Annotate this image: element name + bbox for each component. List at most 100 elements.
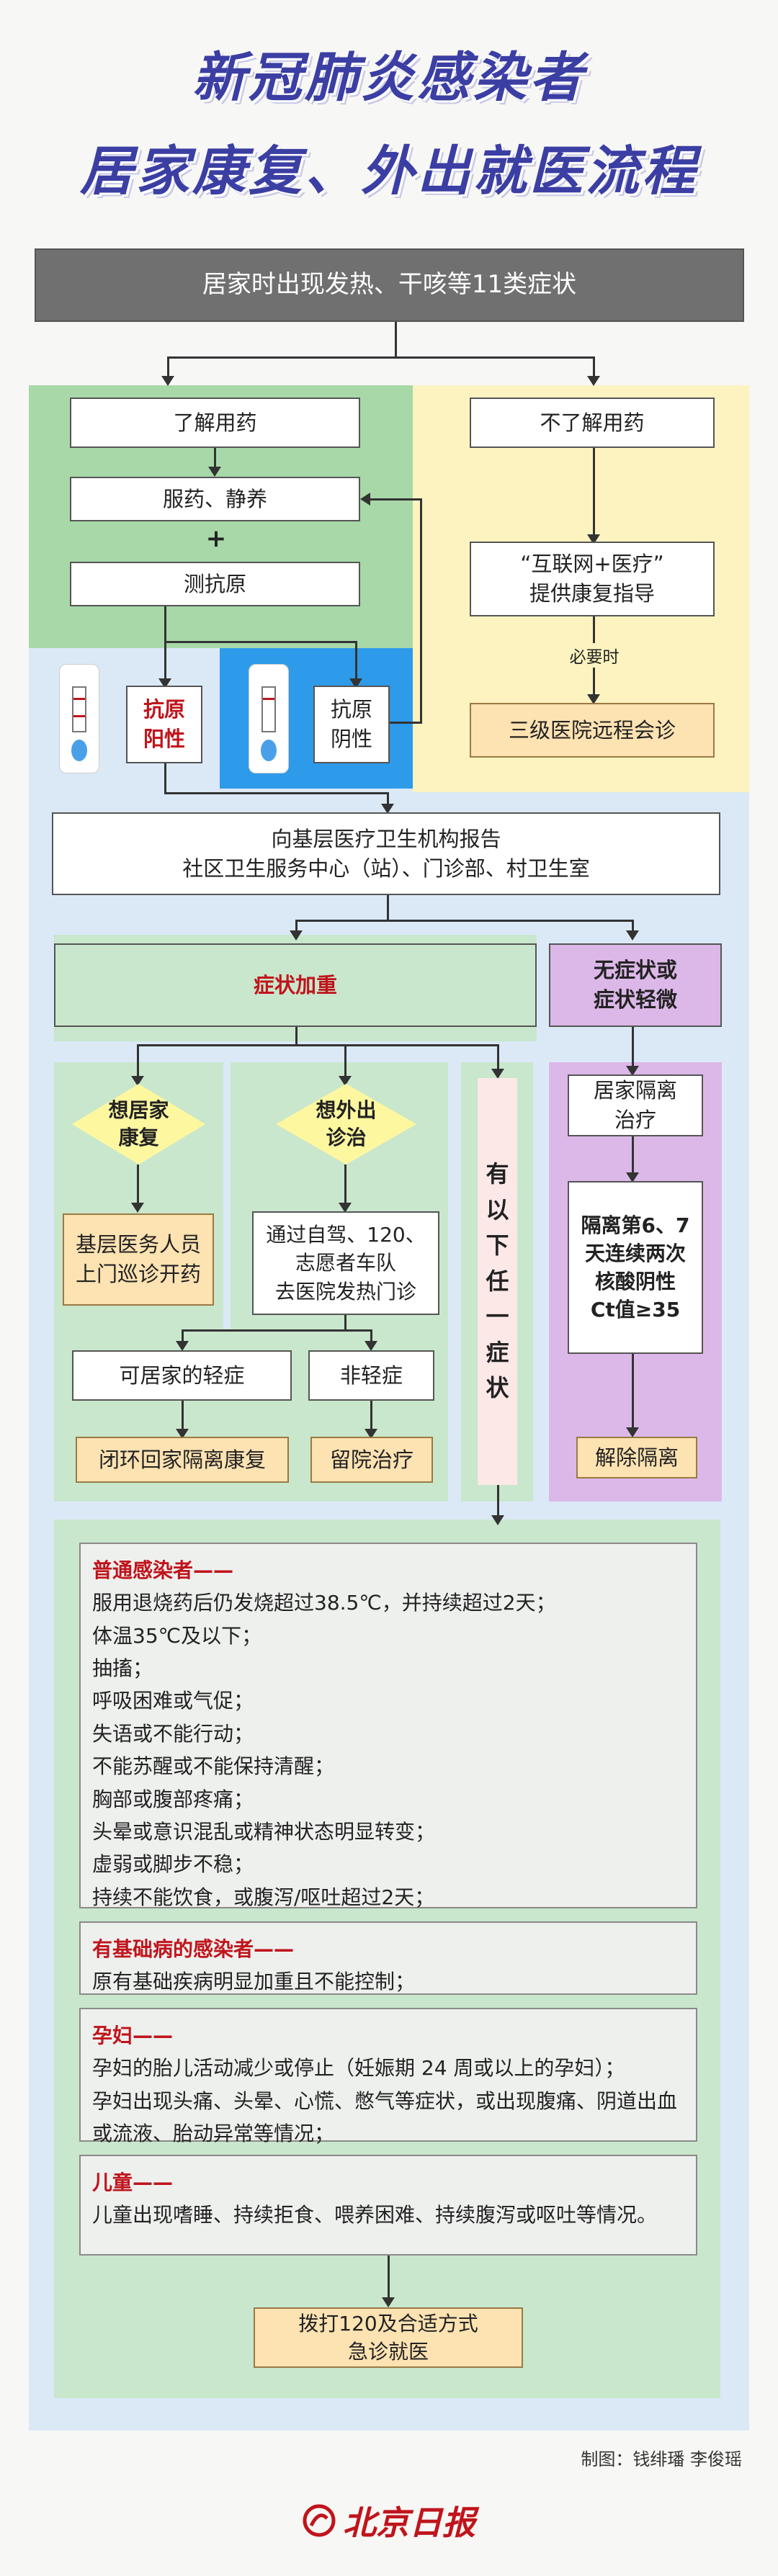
connector: [632, 1027, 634, 1070]
arrow-down-icon: [208, 467, 221, 477]
connector: [632, 1354, 634, 1432]
arrow-down-icon: [176, 1341, 189, 1351]
connector: [164, 763, 166, 794]
connector: [137, 1044, 139, 1079]
symptom-worse-box: 症状加重: [54, 943, 537, 1027]
when-needed-label: 必要时: [555, 643, 634, 668]
arrow-down-icon: [626, 1427, 639, 1437]
panel-heading: 儿童——: [92, 2171, 174, 2194]
panel-line: 持续不能饮食，或腹泻/呕吐超过2天；: [92, 1885, 435, 1909]
connector: [182, 1329, 184, 1344]
remote-consultation-box: 三级医院远程会诊: [470, 703, 715, 758]
panel-line: 失语或不能行动；: [92, 1721, 254, 1746]
panel-line: 原有基础疾病明显加重且不能控制；: [92, 1970, 416, 1994]
connector: [295, 920, 634, 922]
connector: [632, 920, 634, 934]
arrow-down-icon: [339, 1076, 352, 1086]
connector: [388, 2256, 390, 2302]
connector: [182, 1329, 372, 1332]
arrow-down-icon: [365, 1341, 377, 1351]
connector: [164, 641, 166, 681]
home-isolation-box: 居家隔离治疗: [568, 1074, 703, 1136]
top-symptom-box: 居家时出现发热、干咳等11类症状: [35, 248, 744, 322]
panel-heading: 有基础病的感染者——: [92, 1937, 295, 1961]
panel-children: 儿童—— 儿童出现嗜睡、持续拒食、喂养困难、持续腹泻或呕吐等情况。: [79, 2155, 697, 2256]
arrow-down-icon: [131, 1203, 144, 1213]
panel-line: 服用退烧药后仍发烧超过38.5℃，并持续超过2天；: [92, 1591, 556, 1615]
not-mild-box: 非轻症: [308, 1350, 434, 1401]
panel-common: 普通感染者—— 服用退烧药后仍发烧超过38.5℃，并持续超过2天； 体温35℃及…: [79, 1543, 697, 1909]
any-symptom-label: 有以下任一症状: [478, 1078, 517, 1485]
know-meds-box: 了解用药: [70, 398, 360, 448]
mild-home-box: 可居家的轻症: [72, 1350, 292, 1401]
title-line-1: 新冠肺炎感染者: [192, 47, 586, 109]
take-meds-box: 服药、静养: [70, 477, 360, 521]
arrow-down-icon: [161, 376, 174, 386]
connector: [182, 1401, 184, 1433]
arrow-down-icon: [587, 694, 600, 704]
connector: [370, 1329, 372, 1344]
arrow-down-icon: [626, 1172, 639, 1182]
connector: [295, 1027, 298, 1046]
arrow-down-icon: [365, 1429, 377, 1439]
panel-line: 不能苏醒或不能保持清醒；: [92, 1754, 335, 1779]
connector: [497, 1044, 499, 1072]
arrow-down-icon: [626, 930, 639, 941]
arrow-down-icon: [131, 1076, 144, 1086]
panel-line: 孕妇出现头痛、头晕、心慌、憋气等症状，或出现腹痛、阴道出血或流液、胎动异常等情况…: [92, 2088, 678, 2146]
connector: [214, 448, 216, 470]
panel-heading: 孕妇——: [92, 2024, 174, 2047]
panel-line: 孕妇的胎儿活动减少或停止（妊娠期 24 周或以上的孕妇）；: [92, 2056, 625, 2081]
connector: [164, 641, 357, 643]
panel-line: 体温35℃及以下；: [92, 1623, 262, 1648]
title-line-2: 居家康复、外出就医流程: [80, 140, 698, 202]
connector: [370, 1401, 372, 1433]
transport-box: 通过自驾、120、志愿者车队去医院发热门诊: [252, 1211, 439, 1315]
test-kit-icon: [59, 664, 99, 773]
connector: [164, 606, 166, 642]
arrow-down-icon: [587, 376, 600, 386]
connector: [387, 895, 389, 921]
connector: [344, 1315, 346, 1331]
panel-line: 儿童出现嗜睡、持续拒食、喂养困难、持续腹泻或呕吐等情况。: [92, 2203, 658, 2227]
panel-line: 抽搐；: [92, 1656, 153, 1681]
connector: [295, 920, 298, 934]
connector: [387, 792, 389, 808]
connector: [497, 1485, 499, 1518]
arrow-left-icon: [360, 493, 370, 506]
connector: [164, 792, 389, 794]
connector: [632, 1136, 634, 1176]
panel-line: 虚弱或脚步不稳；: [92, 1852, 254, 1877]
test-antigen-box: 测抗原: [70, 562, 360, 606]
call-120-box: 拨打120及合适方式急诊就医: [254, 2307, 523, 2368]
arrow-down-icon: [290, 930, 303, 941]
connector: [137, 1044, 499, 1046]
connector: [344, 1044, 346, 1079]
report-box: 向基层医疗卫生机构报告社区卫生服务中心（站）、门诊部、村卫生室: [52, 812, 720, 895]
internet-medical-box: “互联网+医疗”提供康复指导: [470, 542, 715, 616]
panel-heading: 普通感染者——: [92, 1558, 234, 1582]
arrow-down-icon: [382, 2297, 395, 2307]
connector: [137, 1164, 139, 1206]
arrow-down-icon: [176, 1429, 189, 1439]
connector: [593, 356, 595, 378]
panel-underlying: 有基础病的感染者—— 原有基础疾病明显加重且不能控制；: [79, 1921, 697, 1995]
release-isolation-box: 解除隔离: [576, 1437, 697, 1478]
connector: [167, 356, 595, 359]
connector: [390, 722, 422, 724]
panel-pregnant: 孕妇—— 孕妇的胎儿活动减少或停止（妊娠期 24 周或以上的孕妇）； 孕妇出现头…: [79, 2008, 697, 2145]
dont-know-meds-box: 不了解用药: [470, 398, 715, 448]
connector: [344, 1164, 346, 1206]
logo: 北京日报: [295, 2495, 483, 2546]
hospital-stay-box: 留院治疗: [310, 1437, 433, 1483]
logo-mark-icon: [303, 2504, 336, 2537]
logo-text: 北京日报: [343, 2503, 475, 2542]
panel-line: 胸部或腹部疼痛；: [92, 1787, 254, 1811]
connector: [355, 641, 357, 681]
connector: [395, 322, 397, 358]
no-symptom-box: 无症状或症状轻微: [549, 943, 722, 1027]
antigen-negative-box: 抗原阴性: [313, 686, 390, 763]
connector: [167, 356, 169, 378]
plus-sign: +: [205, 524, 227, 553]
